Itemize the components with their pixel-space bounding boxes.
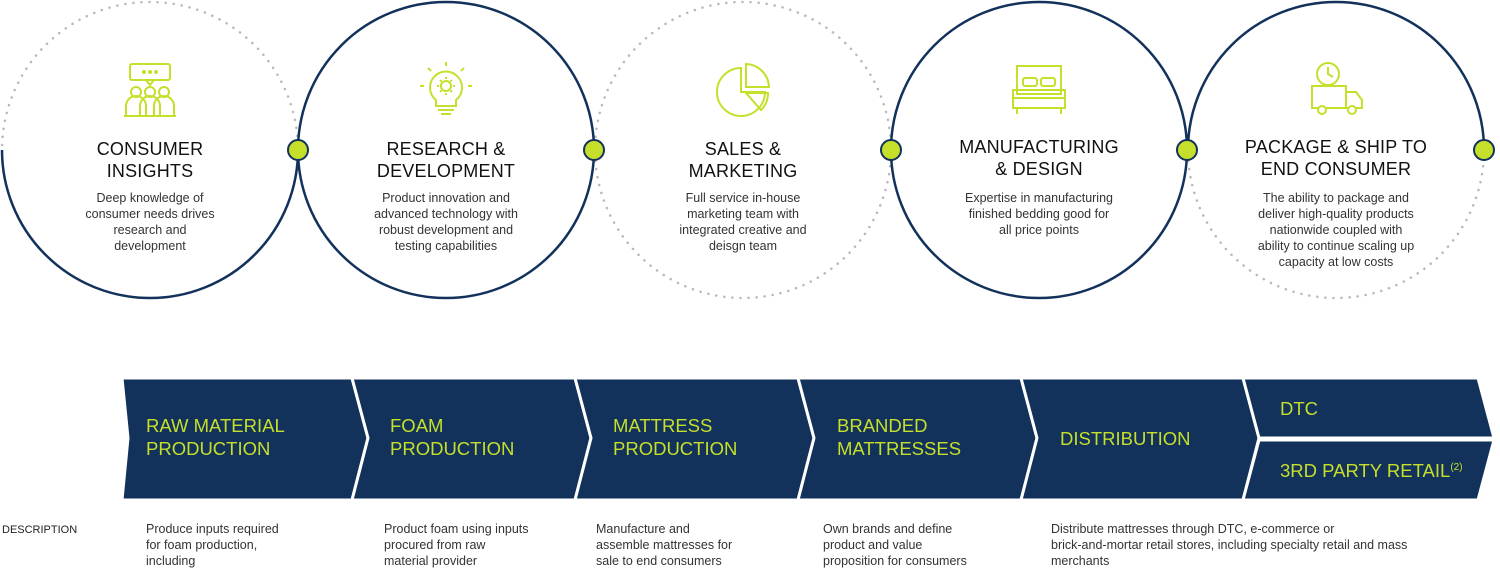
stage-5-solid-arc <box>1186 0 1486 151</box>
channel-arrow-retail <box>1241 438 1496 502</box>
connector-dot <box>583 139 605 161</box>
connector-dot <box>287 139 309 161</box>
channel-label-dtc: DTC <box>1280 398 1319 419</box>
connector-dot <box>1473 139 1495 161</box>
bed-icon <box>1012 65 1066 114</box>
stage-title: SALES &MARKETING <box>688 139 798 181</box>
process-description-5: Distribute mattresses through DTC, e-com… <box>1051 522 1408 568</box>
channel-arrow-dtc <box>1241 376 1496 440</box>
footnote-marker: (2) <box>1450 461 1463 473</box>
channel-label-retail: 3RD PARTY RETAIL(2) <box>1280 460 1463 481</box>
stage-title: MANUFACTURING& DESIGN <box>959 137 1119 179</box>
process-label-distribution: DISTRIBUTION <box>1060 428 1191 449</box>
connector-dot <box>880 139 902 161</box>
connector-dot <box>1176 139 1198 161</box>
description-heading: DESCRIPTION <box>2 524 78 536</box>
pie-chart-icon <box>716 62 771 117</box>
delivery-truck-icon <box>1311 62 1363 115</box>
stage-1-solid-arc <box>0 149 300 300</box>
stage-title: RESEARCH &DEVELOPMENT <box>376 139 516 181</box>
consumer-insights-icon <box>124 63 176 117</box>
lightbulb-gear-icon <box>420 62 472 115</box>
